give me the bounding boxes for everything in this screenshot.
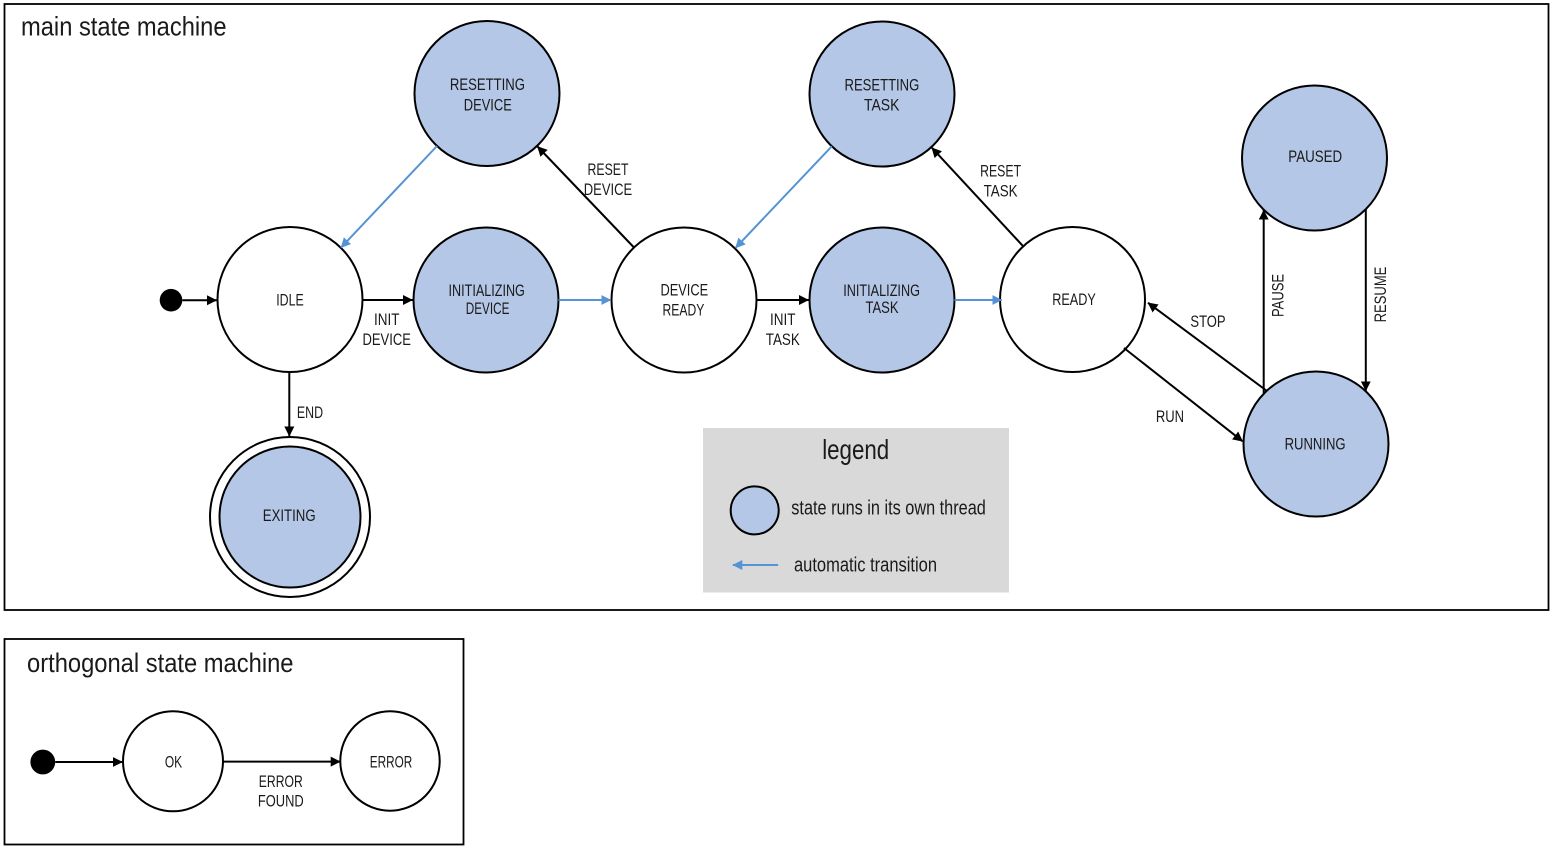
svg-text:STOP: STOP (1190, 312, 1225, 331)
svg-text:PAUSE: PAUSE (1269, 274, 1288, 317)
svg-text:INITIALIZING: INITIALIZING (449, 281, 525, 300)
svg-text:RUN: RUN (1156, 407, 1184, 426)
svg-text:RESUME: RESUME (1371, 267, 1390, 323)
svg-text:FOUND: FOUND (258, 791, 304, 810)
svg-text:DEVICE: DEVICE (464, 96, 512, 115)
svg-text:READY: READY (1052, 290, 1096, 309)
svg-text:TASK: TASK (984, 182, 1019, 201)
svg-text:ERROR: ERROR (370, 752, 413, 771)
svg-text:RESET: RESET (980, 162, 1021, 181)
svg-text:legend: legend (822, 434, 889, 465)
svg-text:DEVICE: DEVICE (584, 180, 632, 199)
svg-text:RUNNING: RUNNING (1285, 434, 1346, 453)
svg-text:DEVICE: DEVICE (363, 330, 411, 349)
svg-text:EXITING: EXITING (263, 506, 316, 525)
svg-text:orthogonal state machine: orthogonal state machine (27, 648, 294, 678)
svg-text:TASK: TASK (866, 298, 900, 317)
svg-text:TASK: TASK (864, 96, 900, 115)
svg-text:END: END (297, 403, 323, 422)
svg-text:PAUSED: PAUSED (1288, 147, 1342, 166)
svg-text:INIT: INIT (374, 310, 400, 329)
svg-text:INITIALIZING: INITIALIZING (843, 281, 920, 300)
svg-text:state runs in its own thread: state runs in its own thread (791, 498, 986, 520)
svg-text:READY: READY (663, 301, 705, 320)
svg-text:RESET: RESET (588, 160, 629, 179)
svg-text:RESETTING: RESETTING (845, 75, 920, 94)
svg-text:ERROR: ERROR (259, 772, 303, 791)
svg-text:TASK: TASK (766, 330, 801, 349)
svg-text:RESETTING: RESETTING (450, 75, 525, 94)
svg-text:main state machine: main state machine (21, 11, 227, 41)
svg-text:INIT: INIT (770, 310, 796, 329)
svg-text:OK: OK (165, 752, 183, 771)
svg-text:IDLE: IDLE (276, 291, 304, 310)
svg-text:DEVICE: DEVICE (660, 281, 708, 300)
svg-text:DEVICE: DEVICE (466, 299, 510, 318)
svg-text:automatic transition: automatic transition (794, 555, 937, 577)
